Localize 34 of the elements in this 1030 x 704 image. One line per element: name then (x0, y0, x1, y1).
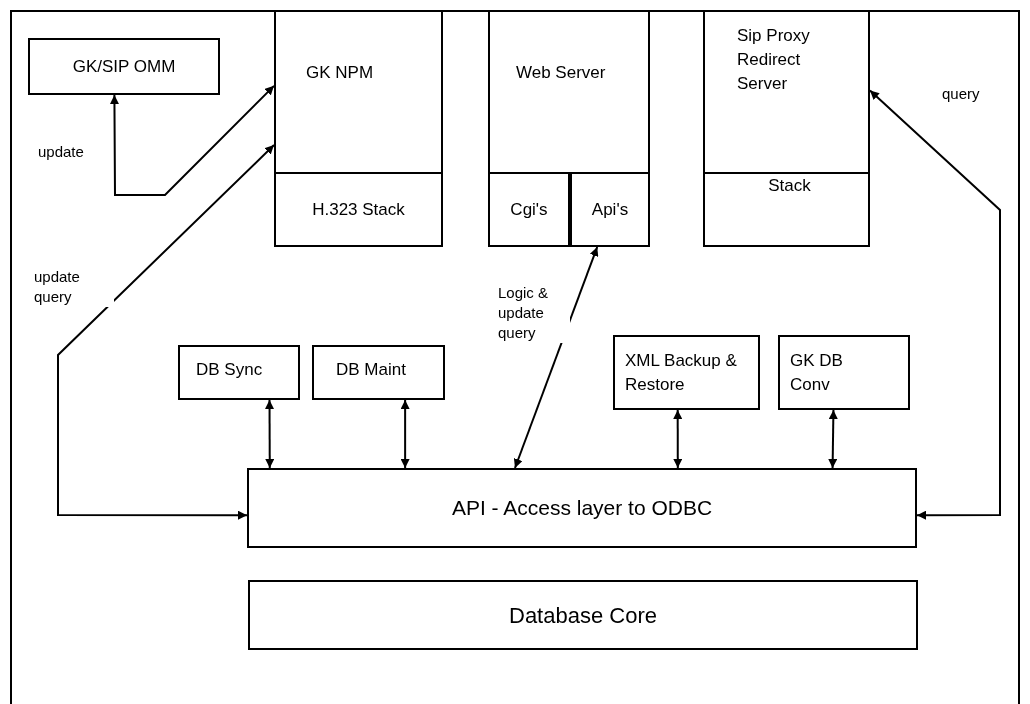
process-box (178, 345, 300, 400)
box-label: DB Maint (336, 359, 406, 381)
arrow (828, 409, 838, 469)
process-box (570, 172, 650, 247)
box-label: GK NPM (306, 62, 374, 84)
box-label: Web Server (516, 62, 606, 84)
box-label: DB Sync (196, 359, 263, 381)
box-label: Api's (591, 198, 629, 221)
arrow (673, 409, 683, 469)
arrow (869, 89, 1001, 520)
arrow (400, 399, 410, 469)
arrow (57, 144, 275, 520)
arrow (109, 84, 275, 196)
process-box (28, 38, 220, 95)
process-box (778, 335, 910, 410)
process-box (613, 335, 760, 410)
process-box (247, 468, 917, 548)
process-box (274, 10, 443, 247)
process-box (312, 345, 445, 400)
box-label: Database Core (509, 601, 657, 630)
arrow (265, 399, 275, 469)
process-box (488, 172, 570, 247)
box-label: GK/SIP OMM (72, 55, 176, 78)
process-box (248, 580, 918, 650)
process-box (488, 10, 650, 247)
box-label: Sip Proxy Redirect Server (737, 25, 811, 95)
box-label: API - Access layer to ODBC (451, 495, 713, 522)
box-label: GK DB Conv (790, 350, 844, 396)
arrow (513, 246, 599, 469)
box-label: Cgi's (510, 198, 548, 221)
box-label: H.323 Stack (312, 198, 405, 221)
box-label: Stack (768, 175, 811, 197)
box-label: XML Backup & Restore (625, 350, 738, 396)
process-box (703, 10, 870, 247)
